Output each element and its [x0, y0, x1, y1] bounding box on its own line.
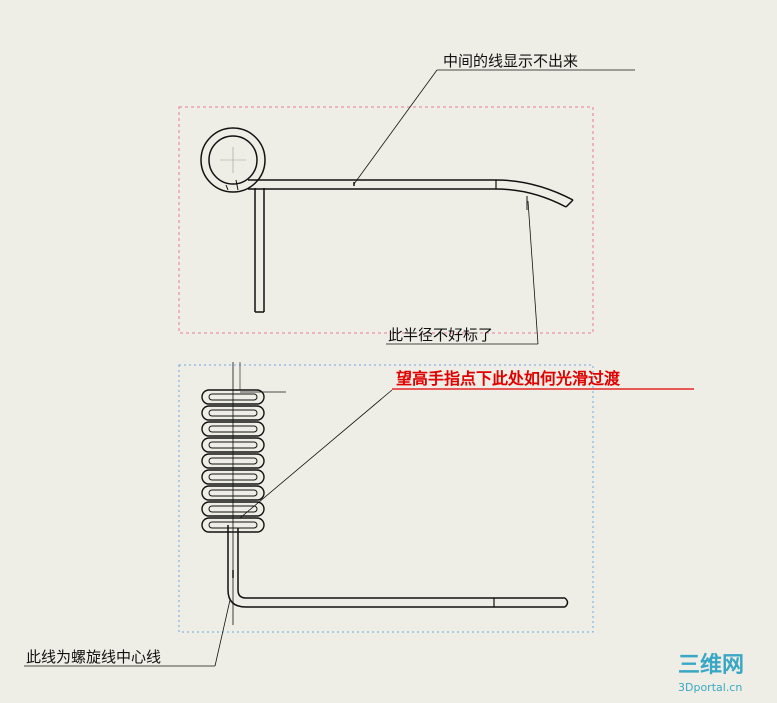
- coil-loop-outer: [201, 517, 265, 533]
- leader-help: [239, 389, 393, 519]
- coil-loop-outer: [201, 421, 265, 437]
- bottom-view-frame: [178, 364, 594, 633]
- coil-loop-outer: [201, 469, 265, 485]
- coil-loop-inner: [208, 505, 258, 513]
- top-tip-end: [565, 199, 574, 208]
- helix-coils: [201, 389, 265, 533]
- leader-middle-line: [353, 69, 438, 185]
- leader-centerline: [214, 599, 231, 667]
- bottom-bend-outer: [227, 589, 247, 608]
- leader-radius: [527, 200, 539, 345]
- coil-loop-inner: [208, 425, 258, 433]
- coil-loop-inner: [208, 489, 258, 497]
- annotation-radius: 此半径不好标了: [388, 326, 493, 344]
- coil-loop-outer: [201, 437, 265, 453]
- bottom-view: 望高手指点下此处如何光滑过渡 此线为螺旋线中心线: [24, 362, 694, 667]
- coil-loop-outer: [201, 453, 265, 469]
- coil-loop-outer: [201, 389, 265, 405]
- coil-loop-inner: [208, 473, 258, 481]
- annotation-middle-line: 中间的线显示不出来: [443, 52, 578, 70]
- top-tip-upper: [495, 179, 574, 201]
- coil-loop-inner: [208, 393, 258, 401]
- bottom-bend-inner: [237, 589, 247, 599]
- top-view-frame: [178, 106, 594, 334]
- coil-loop-inner: [208, 457, 258, 465]
- annotation-help-request: 望高手指点下此处如何光滑过渡: [396, 369, 621, 388]
- coil-loop-inner: [208, 409, 258, 417]
- watermark-logo: 三维网 3Dportal.cn: [678, 652, 744, 694]
- coil-joint: [225, 179, 239, 191]
- top-view: 中间的线显示不出来 此半径不好标了: [178, 52, 635, 345]
- coil-outer-circle: [200, 127, 266, 193]
- coil-loop-outer: [201, 405, 265, 421]
- top-tip-lower: [495, 188, 567, 208]
- coil-inner-circle: [208, 135, 258, 185]
- logo-site: 3Dportal.cn: [678, 681, 742, 694]
- coil-loop-inner: [208, 521, 258, 529]
- logo-text: 三维网: [678, 652, 744, 678]
- coil-loop-outer: [201, 485, 265, 501]
- coil-loop-inner: [208, 441, 258, 449]
- coil-loop-outer: [201, 501, 265, 517]
- annotation-helix-centerline: 此线为螺旋线中心线: [26, 648, 161, 666]
- bottom-arm-end: [564, 597, 569, 608]
